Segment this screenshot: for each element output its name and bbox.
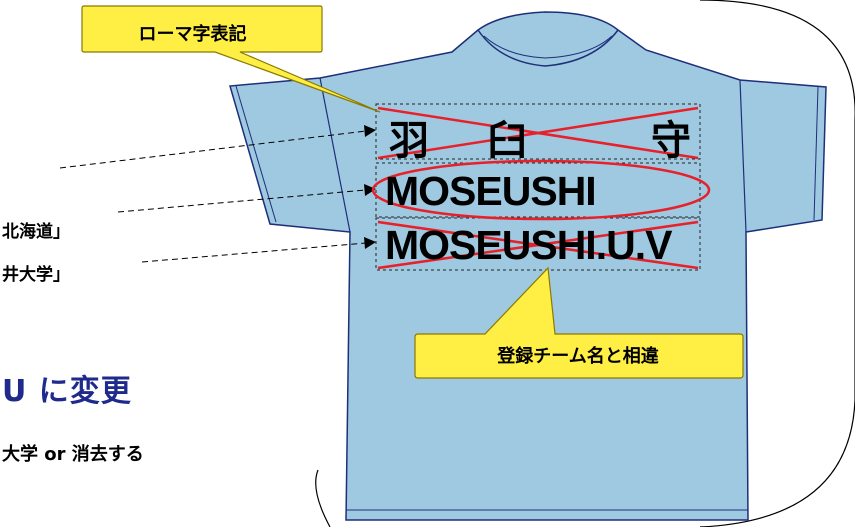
arrow-2-line [117,189,367,213]
arrow-2-head [364,184,376,196]
right-cuff-line [813,86,819,221]
team-ellipse [371,159,711,221]
romaji-callout-bubble [81,5,381,113]
team-name-text: MOSEUSHI [385,168,597,214]
shirt-body [229,11,827,521]
arrow-1-head [364,125,376,137]
name-cross-b [377,106,699,160]
shirt-collar-inner [483,35,613,59]
arrow-3-head [364,237,376,249]
arrow-1-line [59,130,367,169]
note-line-2: 井大学」 [2,265,70,285]
mismatch-callout-bubble [414,266,744,379]
university-cross-b [377,220,699,270]
shirt-collar [477,29,619,67]
name-char-3: 守 [651,119,691,163]
right-sleeve-seam [739,79,747,233]
mismatch-callout-label: 登録チーム名と相違 [497,346,659,367]
left-sleeve-seam [319,77,351,233]
team-box [375,162,701,218]
frame-border-bottom [315,469,331,527]
university-name-text: MOSEUSHI.U.V [385,222,672,268]
name-char-2: 臼 [487,119,527,163]
frame-border [699,0,855,527]
romaji-callout-label: ローマ字表記 [138,24,247,45]
name-char-1: 羽 [389,119,429,163]
arrow-3-line [141,242,367,263]
left-cuff-line [235,85,277,223]
note-headline: U に変更 [2,374,132,409]
name-box [375,103,701,160]
note-line-1: 北海道」 [2,222,70,242]
note-line-4: 大学 or 消去する [2,444,144,465]
